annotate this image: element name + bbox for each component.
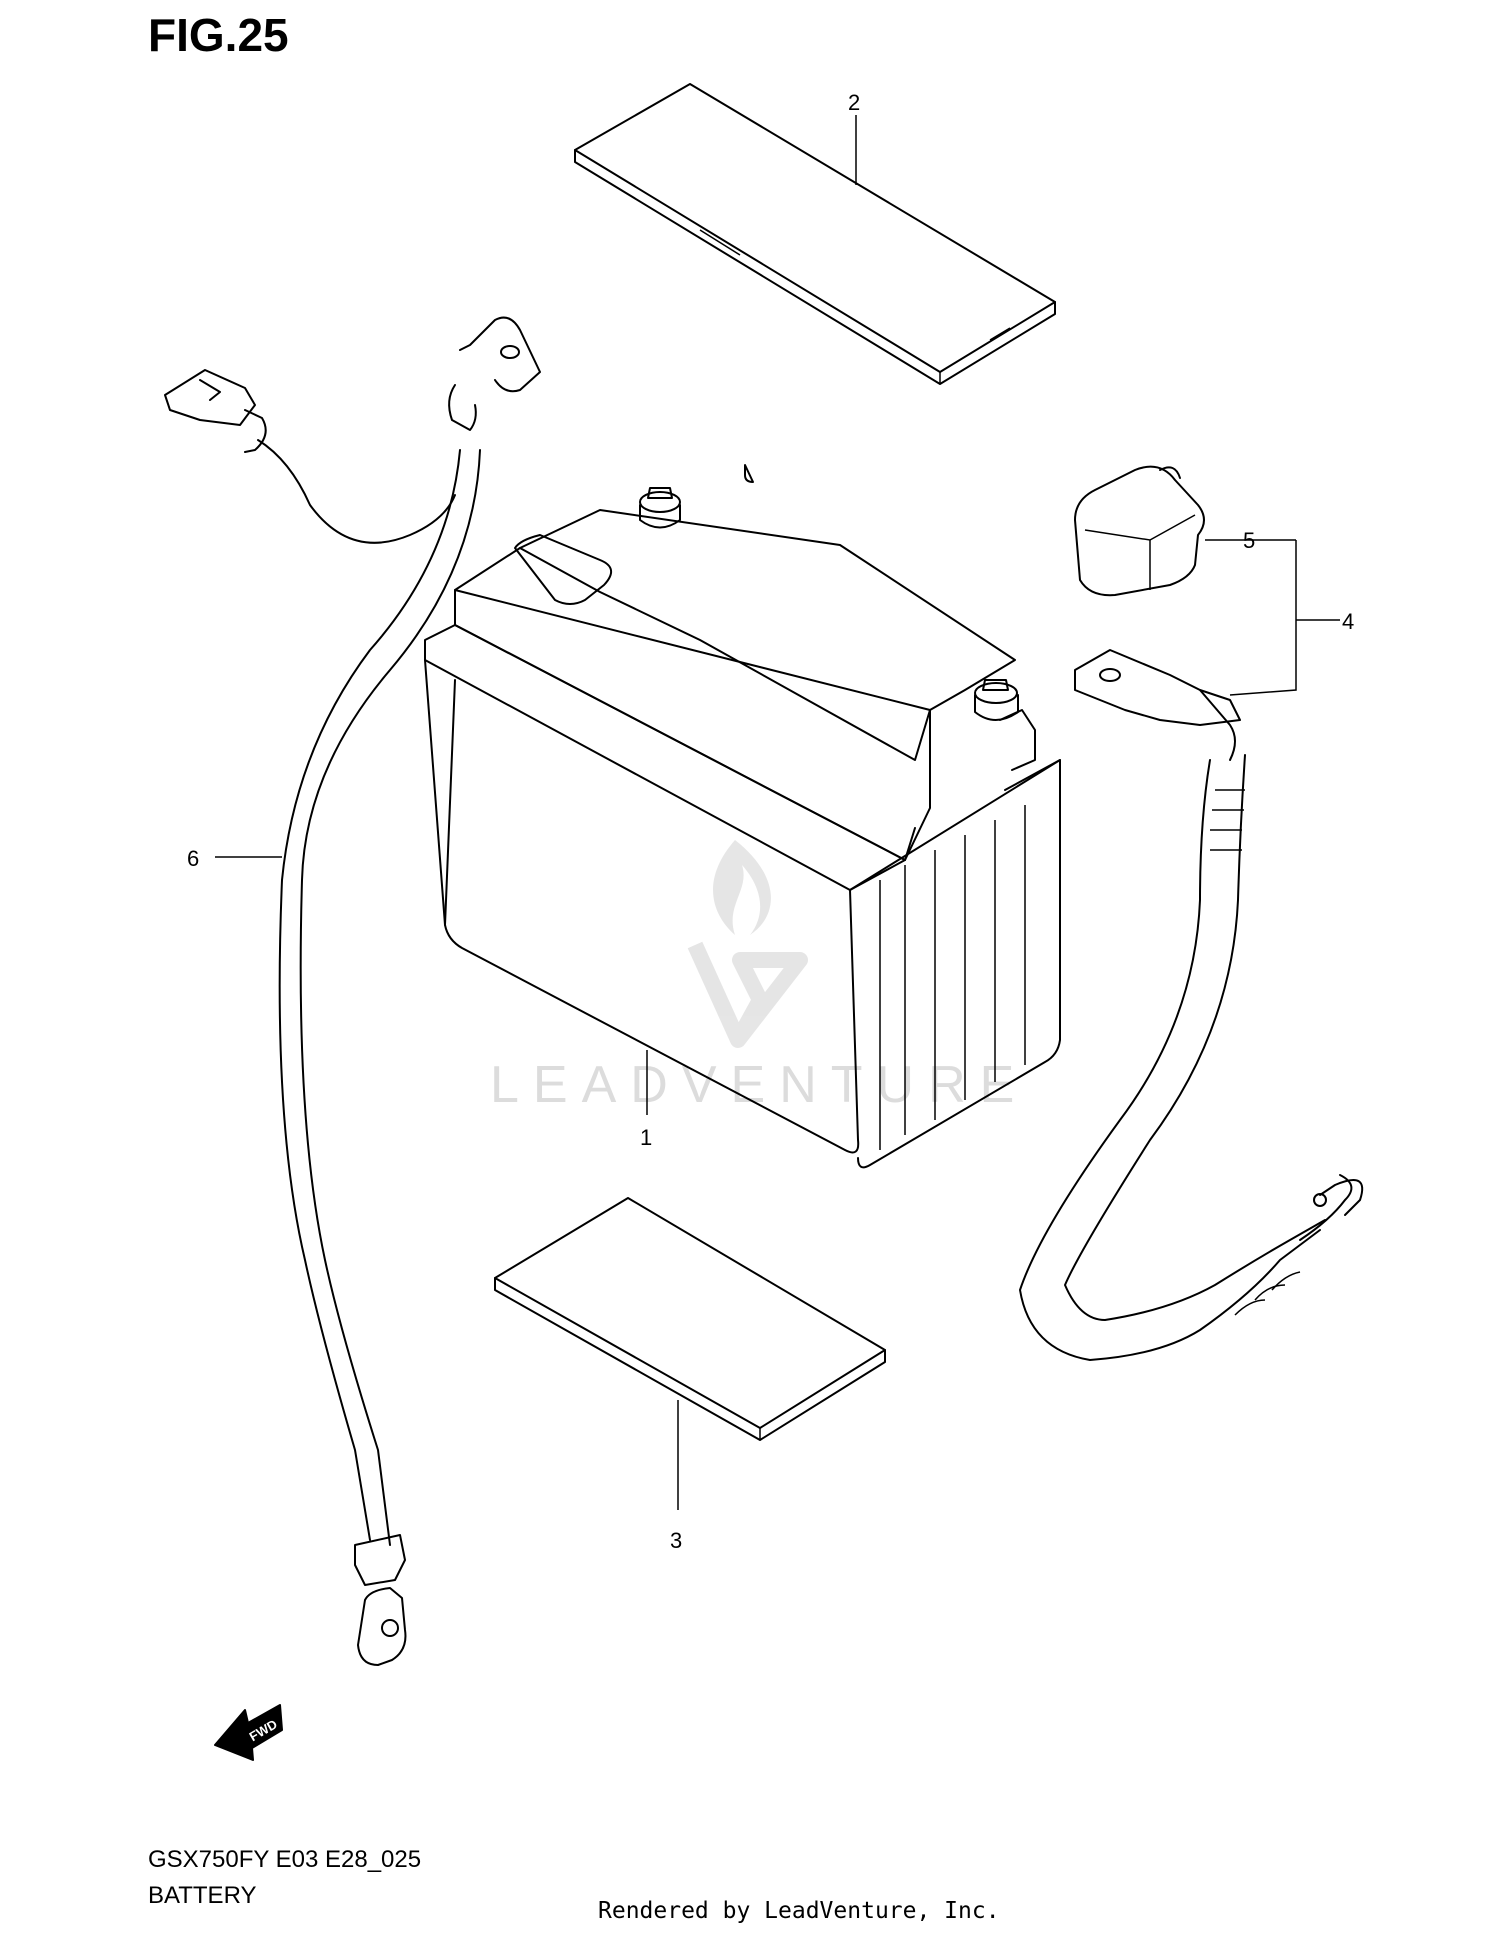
bottom-pad <box>494 1197 886 1441</box>
render-credit: Rendered by LeadVenture, Inc. <box>598 1898 1000 1924</box>
watermark-logo <box>687 840 808 1048</box>
negative-cable <box>164 316 541 1666</box>
top-pad <box>574 83 1056 385</box>
positive-cable <box>1019 649 1364 1361</box>
leader-lines <box>215 115 1340 1510</box>
terminal-cover <box>1074 465 1205 597</box>
section-name: BATTERY <box>148 1882 257 1909</box>
callout-5: 5 <box>1243 528 1255 553</box>
fwd-arrow-icon: FWD <box>214 1704 283 1761</box>
callout-3: 3 <box>670 1528 682 1553</box>
battery <box>424 464 1061 1169</box>
callout-2: 2 <box>848 90 860 115</box>
model-code: GSX750FY E03 E28_025 <box>148 1846 422 1873</box>
callout-4: 4 <box>1342 609 1354 634</box>
callout-6: 6 <box>187 846 199 871</box>
callout-1: 1 <box>640 1125 652 1150</box>
watermark-text: LEADVENTURE <box>490 1056 1028 1114</box>
figure-title: FIG.25 <box>148 9 289 61</box>
